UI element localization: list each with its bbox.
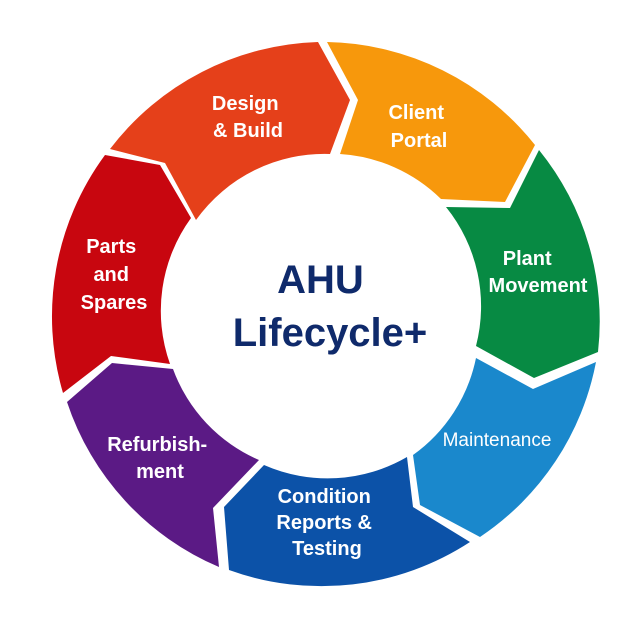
segment-parts-spares[interactable] [51,155,192,393]
segment-client-portal[interactable] [327,42,535,202]
label-design-build: Design & Build [212,93,284,142]
segment-maintenance[interactable] [413,358,596,537]
segment-refurbishment[interactable] [67,363,259,567]
segment-design-build[interactable] [110,42,350,220]
label-condition-reports: Condition Reports & Testing [276,486,377,560]
label-plant-movement: Plant Movement [489,248,588,297]
segment-plant-movement[interactable] [446,150,600,378]
label-maintenance: Maintenance [443,430,552,451]
label-client-portal: Client Portal [388,102,449,152]
label-parts-spares: Parts and Spares [81,236,148,314]
label-refurbishment: Refurbish- ment [107,434,213,483]
center-title: AHU Lifecycle+ [233,258,428,355]
segment-condition-reports[interactable] [224,457,470,587]
